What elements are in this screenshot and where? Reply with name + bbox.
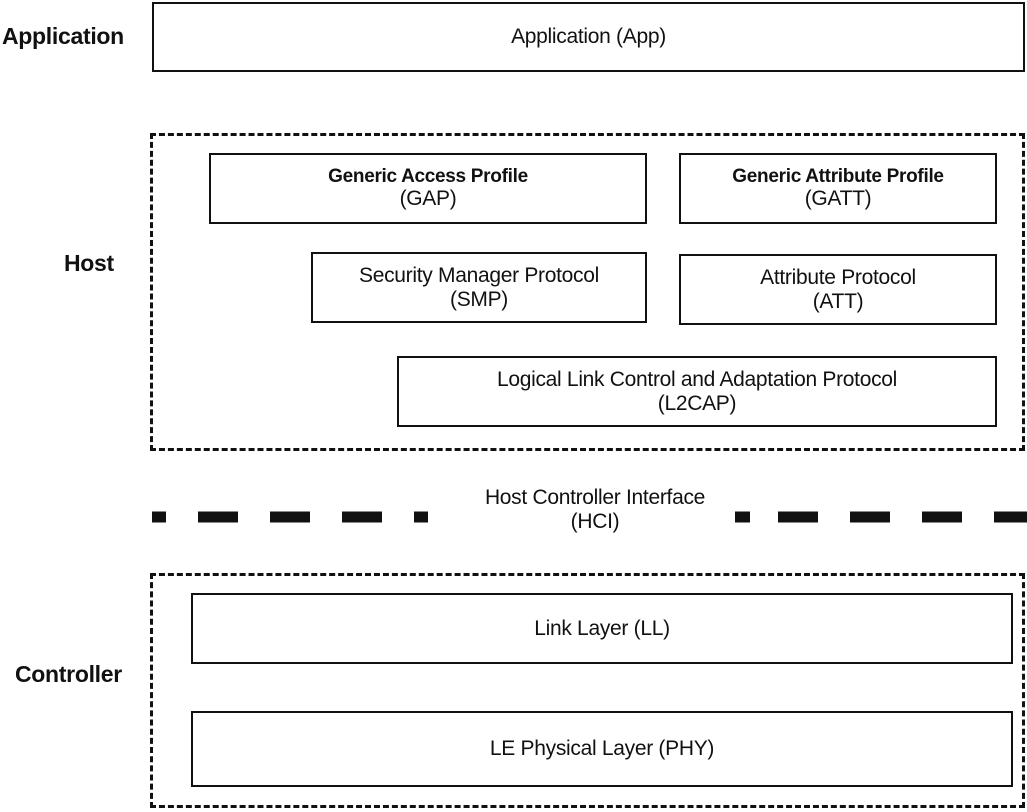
l2cap-box-abbr: (L2CAP) (657, 391, 737, 415)
link-layer-box: Link Layer (LL) (191, 593, 1013, 664)
att-box-abbr: (ATT) (812, 289, 864, 313)
hci-label-abbr: (HCI) (570, 509, 620, 533)
gap-box-name: Generic Access Profile (328, 166, 528, 188)
gatt-box: Generic Attribute Profile (GATT) (679, 153, 997, 224)
att-box-name: Attribute Protocol (760, 265, 916, 289)
controller-layer-label: Controller (15, 661, 122, 687)
host-layer-label: Host (64, 250, 114, 276)
phy-layer-box: LE Physical Layer (PHY) (191, 711, 1013, 787)
att-box: Attribute Protocol (ATT) (679, 254, 997, 325)
application-box: Application (App) (152, 2, 1025, 72)
application-layer-label: Application (2, 23, 124, 49)
gatt-box-name: Generic Attribute Profile (732, 166, 944, 188)
gap-box: Generic Access Profile (GAP) (209, 153, 647, 224)
smp-box-abbr: (SMP) (450, 287, 508, 311)
hci-label-name: Host Controller Interface (484, 486, 706, 509)
l2cap-box-name: Logical Link Control and Adaptation Prot… (496, 367, 898, 391)
gap-box-abbr: (GAP) (399, 187, 457, 211)
l2cap-box: Logical Link Control and Adaptation Prot… (397, 356, 997, 427)
link-layer-box-label: Link Layer (LL) (534, 616, 670, 640)
smp-box-name: Security Manager Protocol (359, 263, 599, 287)
smp-box: Security Manager Protocol (SMP) (311, 252, 647, 323)
gatt-box-abbr: (GATT) (804, 187, 872, 211)
application-box-label: Application (App) (511, 25, 666, 49)
host-group (150, 133, 1025, 451)
phy-layer-box-label: LE Physical Layer (PHY) (489, 737, 715, 761)
hci-label: Host Controller Interface (HCI) (455, 486, 735, 534)
controller-group (150, 573, 1025, 808)
